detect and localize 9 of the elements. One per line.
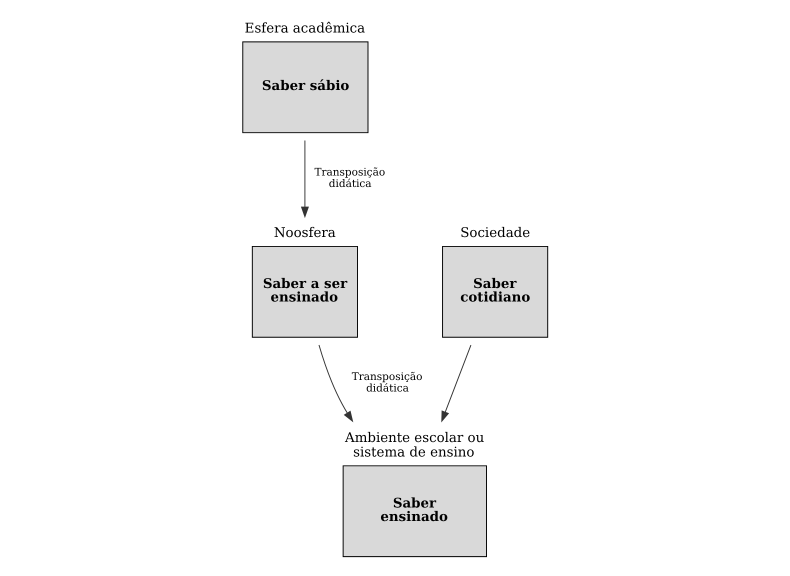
arrow [318,344,354,422]
node-label: Sociedade [460,226,530,242]
edge-label: Transposição didática [314,166,386,190]
arrow [300,140,309,218]
node-label: Esfera acadêmica [244,21,366,36]
node-label: Noosfera [274,226,336,242]
arrow [441,344,472,423]
node-label: Ambiente escolar ou sistema de ensino [345,431,484,460]
edge-label: Transposição didática [352,371,422,395]
